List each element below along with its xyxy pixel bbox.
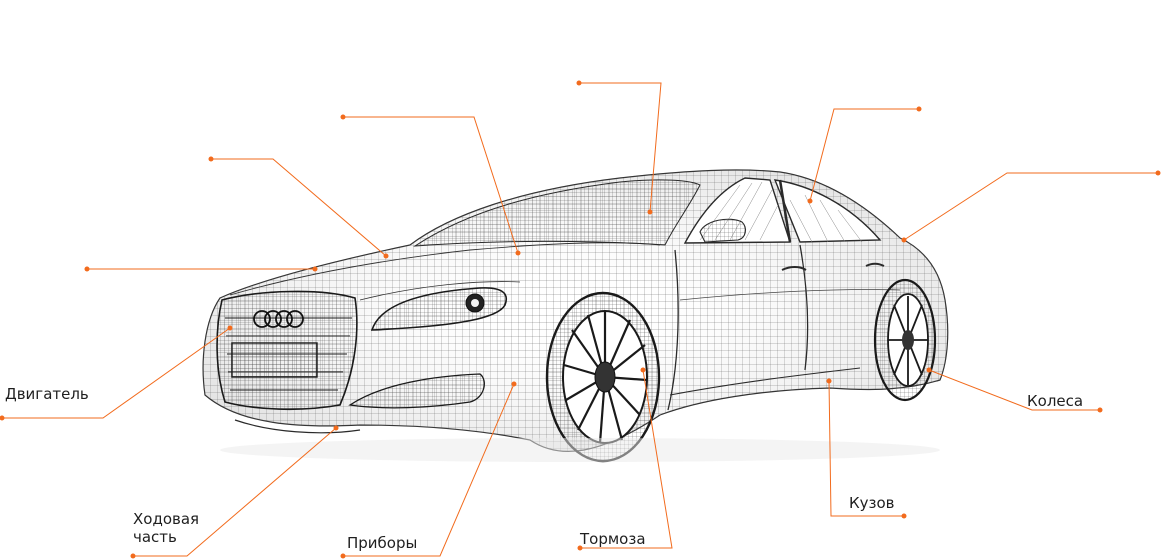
callout-top-6 bbox=[903, 172, 1158, 241]
label-chassis-line1: Ходовая bbox=[133, 510, 200, 528]
brand-rings-logo bbox=[253, 310, 304, 328]
license-plate bbox=[231, 342, 318, 378]
callout-top-3 bbox=[343, 116, 519, 254]
callout-top-2 bbox=[211, 158, 387, 257]
label-body: Кузов bbox=[849, 494, 895, 512]
car-wireframe bbox=[202, 169, 949, 463]
label-instruments: Приборы bbox=[347, 534, 418, 552]
callout-dots bbox=[0, 80, 1161, 559]
callout-chassis bbox=[133, 427, 337, 557]
label-chassis-line2: часть bbox=[133, 528, 177, 546]
callout-brakes bbox=[580, 369, 673, 549]
windshield bbox=[413, 179, 701, 247]
rear-wheel bbox=[873, 278, 937, 402]
callout-top-5 bbox=[809, 108, 919, 202]
rear-side-window bbox=[773, 179, 882, 243]
callout-body bbox=[828, 380, 904, 517]
callout-lines bbox=[2, 82, 1158, 557]
label-brakes: Тормоза bbox=[580, 530, 646, 548]
side-mirror bbox=[699, 218, 747, 243]
label-wheels: Колеса bbox=[1027, 392, 1084, 410]
front-wheel bbox=[545, 291, 661, 463]
callout-instruments bbox=[343, 383, 515, 557]
label-chassis: Ходовая часть bbox=[133, 510, 223, 546]
label-engine: Двигатель bbox=[5, 385, 89, 403]
callout-engine bbox=[2, 327, 231, 419]
callout-top-4 bbox=[579, 82, 662, 213]
callout-wheels bbox=[928, 369, 1100, 411]
